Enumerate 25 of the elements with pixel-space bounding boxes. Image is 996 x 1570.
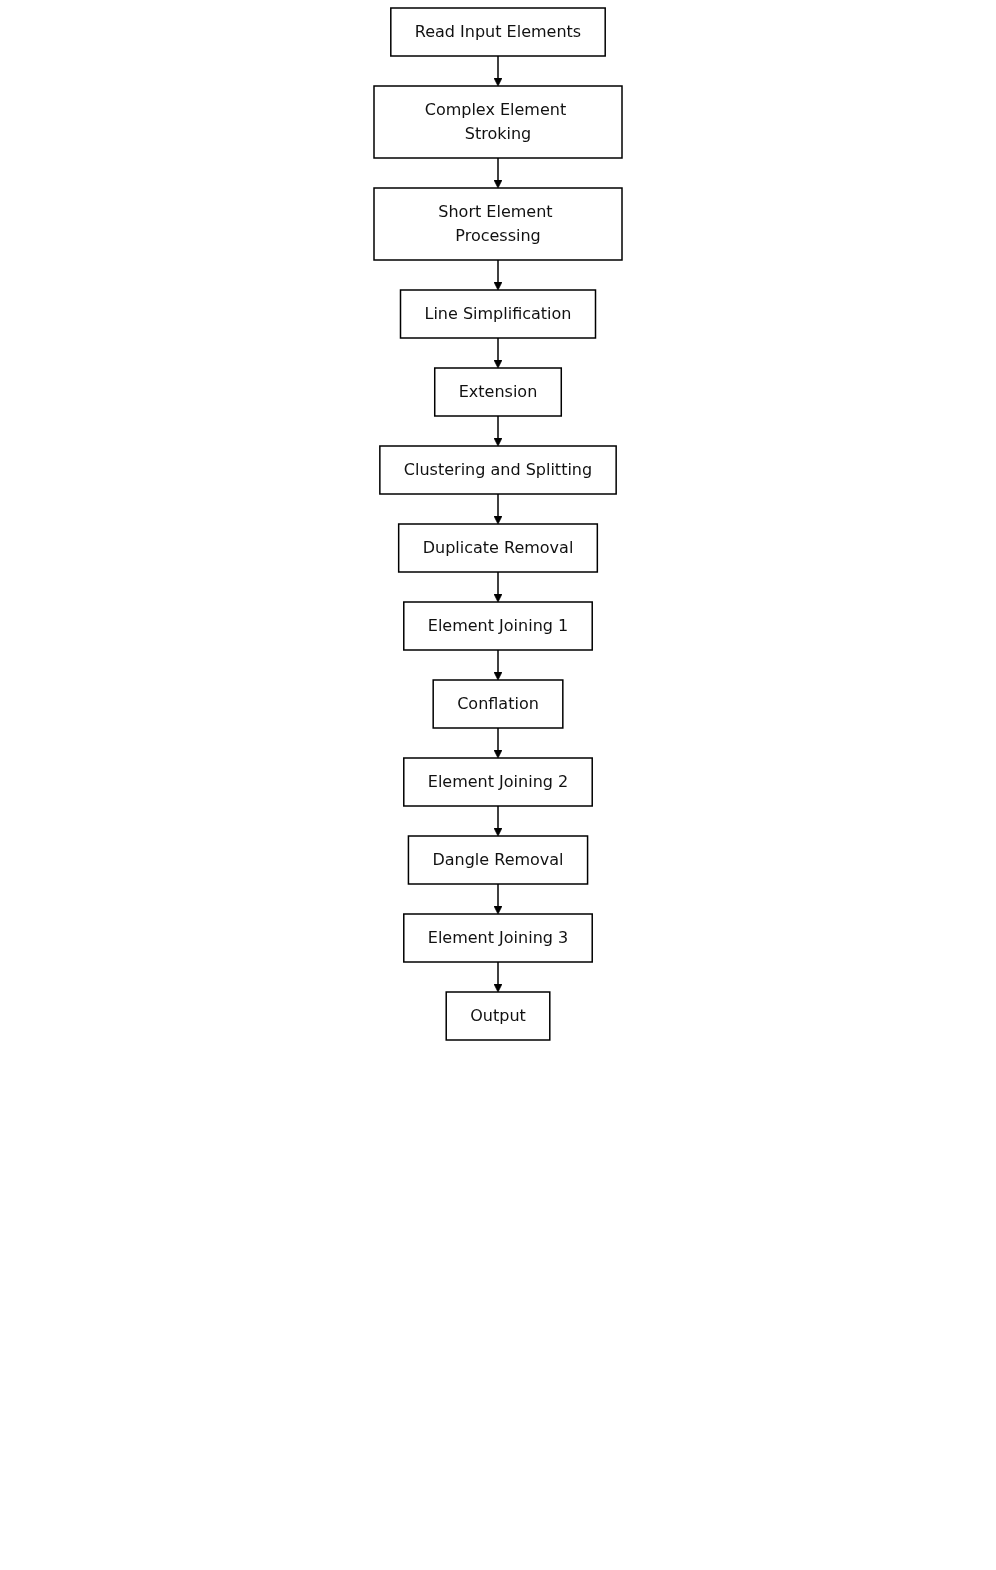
process-box: Dangle Removal (407, 835, 589, 885)
arrow (493, 493, 503, 525)
arrow (493, 337, 503, 369)
arrow (493, 727, 503, 759)
process-box: Element Joining 2 (403, 757, 593, 807)
arrow (493, 961, 503, 993)
process-box: Line Simplification (399, 289, 597, 339)
arrow (493, 805, 503, 837)
arrow (493, 55, 503, 87)
process-box: Output (445, 991, 551, 1041)
arrow (493, 157, 503, 189)
arrow (493, 571, 503, 603)
process-box: Duplicate Removal (397, 523, 599, 573)
process-box: Short Element Processing (373, 187, 623, 261)
arrow (493, 415, 503, 447)
process-box: Read Input Elements (390, 7, 606, 57)
process-box: Element Joining 1 (403, 601, 593, 651)
process-box: Extension (434, 367, 562, 417)
arrow (493, 649, 503, 681)
process-box: Conflation (432, 679, 564, 729)
arrow (493, 259, 503, 291)
arrow (493, 883, 503, 915)
process-box: Complex Element Stroking (373, 85, 623, 159)
process-box: Element Joining 3 (403, 913, 593, 963)
process-box: Clustering and Splitting (379, 445, 617, 495)
